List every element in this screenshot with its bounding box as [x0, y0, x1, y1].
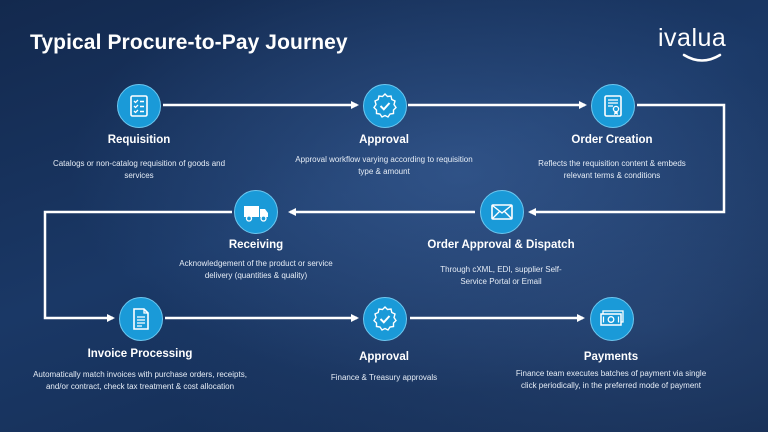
order-dispatch-description: Through cXML, EDI, supplier Self-Service… — [440, 265, 562, 286]
order-creation-title: Order Creation — [571, 134, 653, 146]
finance-approval-title: Approval — [359, 351, 409, 363]
requisition-title: Requisition — [107, 134, 171, 146]
payments-description: Finance team executes batches of payment… — [515, 369, 707, 390]
order-dispatch-title: Order Approval & Dispatch — [427, 239, 575, 251]
approval-badge-icon — [373, 93, 397, 118]
certificate-document-icon — [604, 95, 622, 117]
connector-order-creation-to-dispatch — [528, 103, 726, 216]
connector-receiving-to-invoice — [43, 210, 232, 322]
order-dispatch-node — [480, 190, 524, 234]
delivery-truck-icon — [244, 206, 268, 222]
approval-badge-icon — [373, 306, 397, 331]
approval-description: Approval workflow varying according to r… — [295, 155, 473, 176]
checklist-icon — [130, 95, 148, 117]
brand-logo: ivalua — [658, 24, 727, 52]
order-creation-description: Reflects the requisition content & embed… — [538, 159, 686, 180]
order-creation-node — [591, 84, 635, 128]
approval-title: Approval — [359, 134, 409, 146]
page-title: Typical Procure-to-Pay Journey — [30, 31, 348, 54]
receiving-description: Acknowledgement of the product or servic… — [179, 259, 333, 280]
receiving-title: Receiving — [228, 239, 284, 251]
logo-swoosh-icon — [682, 53, 722, 62]
invoice-processing-description: Automatically match invoices with purcha… — [33, 370, 247, 391]
requisition-description: Catalogs or non-catalog requisition of g… — [52, 159, 226, 180]
payments-title: Payments — [583, 351, 639, 363]
invoice-document-icon — [133, 308, 149, 330]
invoice-processing-node — [119, 297, 163, 341]
finance-approval-description: Finance & Treasury approvals — [330, 373, 438, 382]
requisition-node — [117, 84, 161, 128]
payments-node — [590, 297, 634, 341]
receiving-node — [234, 190, 278, 234]
envelope-icon — [491, 204, 513, 220]
invoice-processing-title: Invoice Processing — [87, 348, 193, 360]
approval-node — [363, 84, 407, 128]
finance-approval-node — [363, 297, 407, 341]
banknotes-icon — [600, 310, 624, 326]
